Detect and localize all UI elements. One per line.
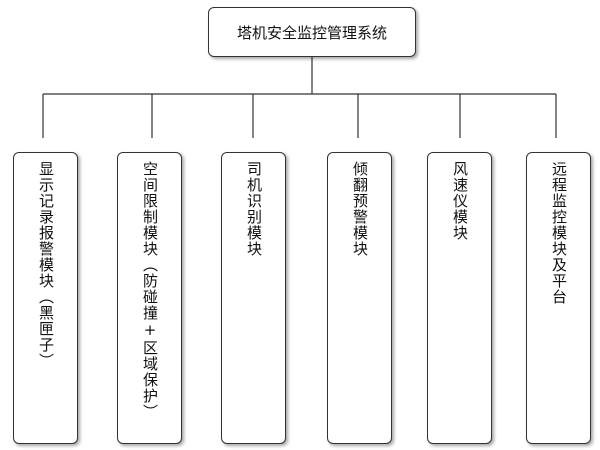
module-display-record-alarm: 显示记录报警模块（黑匣子）: [13, 152, 78, 444]
module-label: 空间限制模块（防碰撞+区域保护）: [141, 161, 159, 420]
module-label: 远程监控模块及平台: [550, 161, 568, 305]
module-driver-identification: 司机识别模块: [221, 152, 286, 444]
module-label: 倾翻预警模块: [351, 161, 369, 257]
module-label: 风速仪模块: [451, 161, 469, 241]
module-tip-over-warning: 倾翻预警模块: [327, 152, 392, 444]
module-space-limit: 空间限制模块（防碰撞+区域保护）: [117, 152, 182, 444]
module-label: 司机识别模块: [245, 161, 263, 257]
root-node-box: 塔机安全监控管理系统: [208, 7, 416, 57]
module-label: 显示记录报警模块（黑匣子）: [37, 161, 55, 369]
module-anemometer: 风速仪模块: [427, 152, 492, 444]
module-remote-monitoring-platform: 远程监控模块及平台: [526, 152, 591, 444]
root-node-label: 塔机安全监控管理系统: [236, 23, 387, 42]
